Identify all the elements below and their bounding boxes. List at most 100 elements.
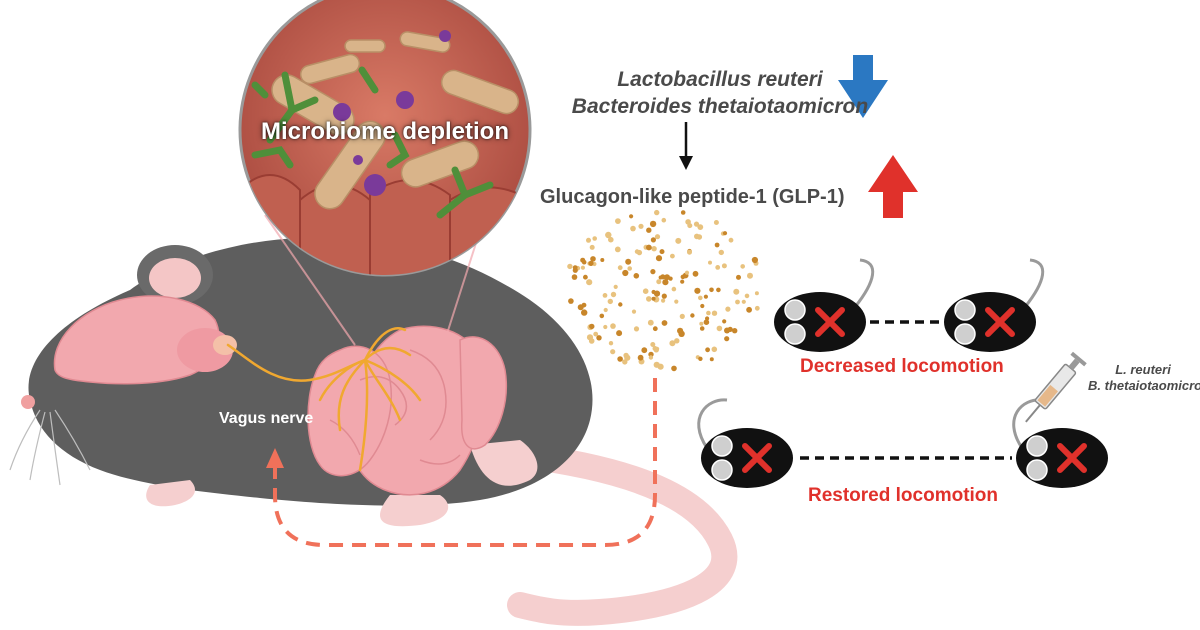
glp1-particle bbox=[583, 274, 588, 280]
glp1-particle bbox=[610, 349, 616, 355]
glp1-particle bbox=[615, 218, 621, 225]
glp1-particle bbox=[716, 325, 723, 332]
glp1-particle bbox=[713, 220, 719, 225]
glp1-particle bbox=[718, 249, 724, 256]
glp1-particle bbox=[568, 298, 574, 304]
glp1-particle bbox=[654, 209, 660, 216]
blue-down-arrow-icon bbox=[838, 55, 888, 118]
glp1-particle bbox=[725, 306, 731, 312]
glp1-particle bbox=[581, 309, 588, 316]
gut-brain-dashed-path bbox=[273, 378, 657, 547]
glp1-particle bbox=[646, 296, 652, 302]
glp1-particle bbox=[721, 263, 727, 269]
mouse-hind-foot bbox=[380, 495, 449, 527]
bacteroides-label: Bacteroides thetaiotaomicron bbox=[571, 95, 869, 118]
glp1-particle bbox=[638, 223, 644, 229]
glp1-particle bbox=[605, 231, 612, 239]
mouse-hind-foot-2 bbox=[470, 440, 538, 486]
glp1-particle bbox=[698, 356, 703, 361]
glp1-particle bbox=[607, 298, 613, 305]
glp1-particle bbox=[589, 323, 595, 330]
glp1-particle bbox=[617, 356, 623, 362]
glp1-particle bbox=[617, 265, 623, 271]
glp1-particle bbox=[711, 346, 718, 353]
glp1-particle bbox=[581, 259, 587, 265]
glp1-particle bbox=[716, 287, 721, 293]
glp1-particle bbox=[588, 338, 595, 344]
treatment-line-1: L. reuteri bbox=[1115, 362, 1171, 377]
glp1-particle bbox=[572, 265, 578, 270]
glp1-particle bbox=[724, 336, 730, 342]
vagus-nerve-label: Vagus nerve bbox=[219, 410, 314, 427]
glp1-particle bbox=[580, 265, 586, 270]
glp1-particle bbox=[669, 340, 676, 347]
glp1-particle bbox=[655, 346, 660, 351]
glp1-particle bbox=[684, 270, 690, 275]
glp1-particle bbox=[649, 220, 657, 228]
glp1-particle bbox=[680, 279, 685, 284]
glp1-particle bbox=[641, 347, 648, 354]
glp1-particle bbox=[692, 270, 699, 277]
glp1-particle bbox=[698, 295, 703, 301]
dashed-path-arrowhead bbox=[266, 448, 284, 468]
mouse-front-foot bbox=[146, 480, 195, 507]
glp1-particle bbox=[694, 233, 700, 240]
glp1-particle bbox=[661, 298, 666, 303]
glp1-particle bbox=[631, 309, 637, 314]
glp1-particle bbox=[661, 217, 667, 223]
glp1-particle bbox=[624, 354, 631, 361]
glp1-particle bbox=[647, 319, 654, 326]
glp1-particle bbox=[629, 214, 634, 219]
glp1-particle bbox=[690, 313, 695, 318]
glp1-particle bbox=[592, 236, 597, 241]
glp1-particle bbox=[608, 341, 614, 346]
glp1-particle bbox=[614, 246, 621, 253]
glp1-particle bbox=[618, 302, 623, 307]
glp1-particle bbox=[715, 265, 721, 270]
glp1-particle bbox=[622, 269, 629, 277]
glp1-particle bbox=[610, 323, 616, 329]
glp1-particle bbox=[627, 266, 632, 271]
glp1-particle bbox=[674, 299, 679, 304]
glp1-particle bbox=[709, 357, 714, 362]
glp1-particle bbox=[600, 258, 605, 262]
cocci-bacteria bbox=[333, 30, 451, 196]
glp1-particle bbox=[741, 299, 746, 304]
glp1-particle bbox=[652, 326, 658, 332]
glp1-particle bbox=[657, 363, 664, 370]
glp1-particle bbox=[693, 221, 700, 227]
glp1-particle bbox=[714, 242, 720, 248]
glp1-particle bbox=[754, 305, 760, 311]
glp1-particle bbox=[751, 256, 759, 264]
glp1-particle bbox=[636, 249, 643, 256]
glp1-particle bbox=[722, 231, 728, 236]
glp1-particle bbox=[571, 274, 578, 280]
glp1-particle bbox=[602, 293, 608, 298]
glp1-particle bbox=[577, 304, 584, 311]
glp1-particle bbox=[697, 224, 704, 231]
branched-bacteria bbox=[251, 66, 494, 219]
glp1-particle bbox=[735, 299, 740, 305]
mouse-ear-inner bbox=[149, 258, 201, 298]
treatment-line-2: B. thetaiotaomicron bbox=[1088, 378, 1200, 393]
black-down-arrow-icon bbox=[679, 122, 693, 170]
glp1-particle bbox=[744, 293, 750, 299]
glp1-particle bbox=[654, 234, 661, 240]
mouse-topview-icon bbox=[697, 398, 793, 488]
glp1-particle bbox=[599, 313, 605, 319]
glp1-particle bbox=[610, 291, 617, 298]
rod-bacteria bbox=[271, 31, 520, 210]
glp1-particle bbox=[593, 331, 599, 337]
glp1-particle bbox=[706, 310, 711, 316]
glp1-particle bbox=[671, 286, 677, 292]
glp1-particle bbox=[746, 306, 752, 313]
brainstem bbox=[213, 335, 237, 355]
glp1-particle bbox=[711, 310, 718, 316]
bacteria-species-label: Lactobacillus reuteri Bacteroides thetai… bbox=[560, 66, 880, 120]
glp1-particle bbox=[650, 237, 657, 243]
red-up-arrow-icon bbox=[868, 155, 918, 218]
glp1-particle bbox=[736, 274, 741, 280]
glp1-particle bbox=[677, 327, 684, 334]
glp1-particle bbox=[709, 287, 714, 293]
glp1-particle bbox=[656, 279, 662, 285]
